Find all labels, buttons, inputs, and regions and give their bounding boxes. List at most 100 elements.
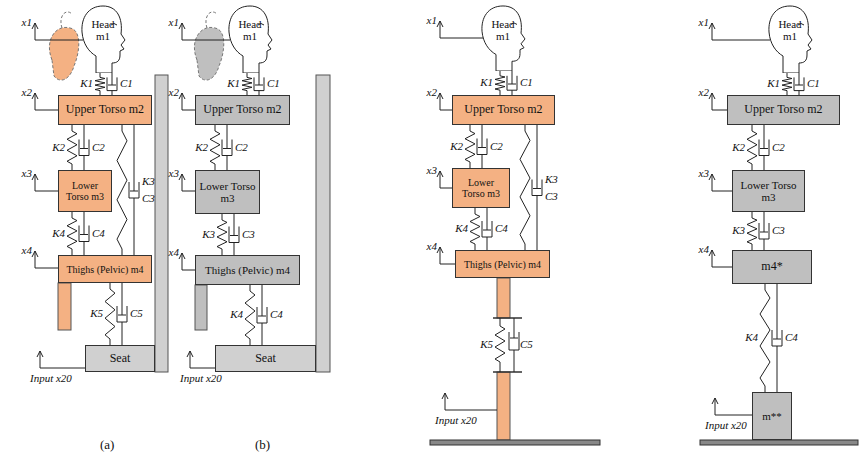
body-mass: Upper Torso m2 <box>58 95 152 125</box>
element-label: C2 <box>235 141 248 153</box>
input-arrow <box>712 398 752 415</box>
element-label: C4 <box>270 308 283 320</box>
coordinate-arrow <box>709 93 727 110</box>
mass-label: Lower Torso m3 <box>456 177 506 199</box>
mass-label: Head <box>238 18 261 30</box>
body-mass: m4* <box>732 250 812 284</box>
spring-damper <box>217 214 239 255</box>
element-label: K3 <box>545 173 558 185</box>
damper-symbol <box>532 125 542 250</box>
head-mass: Headm1 <box>478 5 528 71</box>
spring-symbol <box>747 125 757 170</box>
spring-damper <box>782 73 804 95</box>
element-label: C5 <box>520 338 533 350</box>
spring-symbol <box>67 125 77 170</box>
mass-label: m** <box>762 410 782 422</box>
element-label: K4 <box>455 222 468 234</box>
mass-label: Upper Torso m2 <box>203 103 281 116</box>
damper-symbol <box>117 283 127 345</box>
damper-symbol <box>482 208 492 250</box>
panel-caption: (b) <box>255 438 270 452</box>
body-mass: m** <box>752 392 792 440</box>
element-label: C1 <box>807 77 820 89</box>
leg-post <box>497 372 510 440</box>
mass-label: Thighs (Pelvic) m4 <box>464 259 541 270</box>
coordinate-arrow <box>709 23 770 40</box>
element-label: C4 <box>495 222 508 234</box>
coordinate-label: x2 <box>699 86 709 98</box>
spring-symbol <box>470 208 480 250</box>
input-label: Input x20 <box>30 372 72 384</box>
damper-symbol <box>79 125 89 170</box>
coordinate-label: x2 <box>22 86 32 98</box>
coordinate-label: x1 <box>22 16 32 28</box>
coordinate-arrow <box>709 250 732 267</box>
damper-symbol <box>507 71 517 95</box>
coordinate-arrow <box>179 93 195 110</box>
head-mass: Headm1 <box>765 5 815 73</box>
element-label: K1 <box>767 77 780 89</box>
spring-damper <box>465 125 487 168</box>
coordinate-label: x3 <box>427 164 437 176</box>
element-label: C2 <box>490 140 503 152</box>
element-label: C4 <box>785 331 798 343</box>
mass-label: m1 <box>783 30 797 42</box>
spring-damper <box>747 212 769 250</box>
head-profile <box>82 6 125 73</box>
body-mass: Lower Torso m3 <box>732 170 805 212</box>
spring-damper <box>245 285 267 345</box>
spring-symbol <box>495 318 505 372</box>
mass-label: m1 <box>243 30 257 42</box>
coordinate-arrow <box>437 93 452 110</box>
mass-label: Upper Torso m2 <box>464 103 542 116</box>
coordinate-label: x3 <box>169 167 179 179</box>
spring-damper <box>520 125 542 250</box>
body-mass: Lower Torso m3 <box>58 170 112 212</box>
body-mass: Upper Torso m2 <box>727 95 840 125</box>
body-mass: Lower Torso m3 <box>195 170 260 214</box>
element-label: K1 <box>80 77 93 89</box>
damper-symbol <box>129 125 139 255</box>
body-mass: Thighs (Pelvic) m4 <box>195 255 300 285</box>
coordinate-arrow <box>437 171 452 188</box>
spring-symbol <box>495 71 505 95</box>
spring-symbol <box>245 285 255 345</box>
spring-damper <box>210 125 232 170</box>
head-profile <box>482 6 525 71</box>
coordinate-arrow <box>179 174 195 191</box>
element-label: K2 <box>195 141 208 153</box>
spring-damper <box>67 212 89 255</box>
coordinate-arrow <box>32 93 58 110</box>
mass-label: Seat <box>255 352 276 365</box>
body-mass: Lower Torso m3 <box>452 168 510 208</box>
coordinate-arrow <box>437 21 483 38</box>
element-label: C4 <box>92 227 105 239</box>
spring-symbol <box>210 125 220 170</box>
damper-symbol <box>79 212 89 255</box>
element-label: C3 <box>545 190 558 202</box>
spring-symbol <box>242 73 252 95</box>
element-label: K2 <box>450 140 463 152</box>
spring-damper <box>117 125 139 255</box>
damper-symbol <box>107 73 117 95</box>
spring-symbol <box>117 125 127 255</box>
input-arrow <box>37 351 85 368</box>
element-label: K2 <box>732 141 745 153</box>
coordinate-label: x3 <box>699 167 709 179</box>
spring-damper <box>67 125 89 170</box>
mass-label: m4* <box>761 260 782 273</box>
coordinate-label: x1 <box>427 14 437 26</box>
body-mass: Upper Torso m2 <box>452 95 555 125</box>
ghost-head <box>194 27 223 80</box>
head-mass: Headm1 <box>225 5 275 73</box>
element-label: K3 <box>142 175 155 187</box>
spring-damper <box>242 73 264 95</box>
element-label: K1 <box>480 76 493 88</box>
element-label: C3 <box>772 224 785 236</box>
seat-back <box>316 75 330 372</box>
element-label: K3 <box>732 224 745 236</box>
coordinate-arrow <box>709 174 732 191</box>
